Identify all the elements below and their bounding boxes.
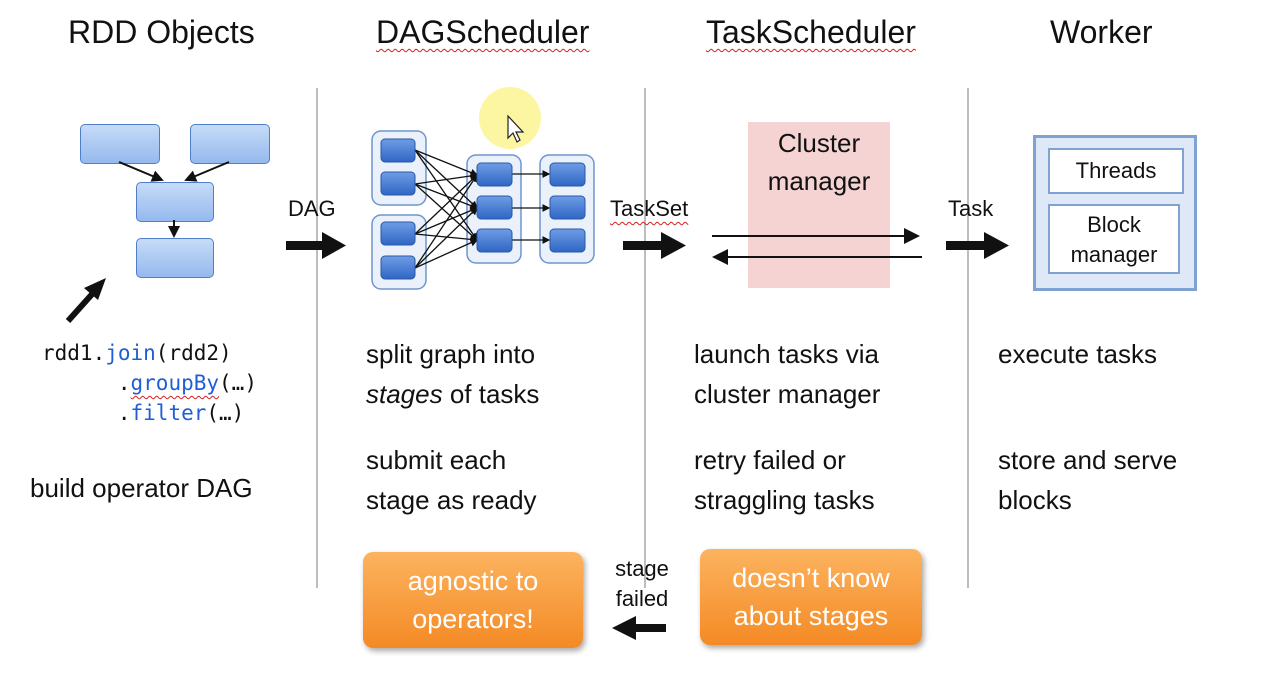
label-task: Task: [948, 196, 994, 221]
mouse-pointer-icon: [507, 114, 525, 143]
dag-desc-2-line1: submit each: [366, 445, 507, 475]
callout-agnostic-line2: operators!: [412, 604, 534, 634]
arrow-task: [946, 232, 1009, 259]
arrow-dag: [286, 232, 346, 259]
rdd-box-top-right: [190, 124, 270, 164]
cluster-manager-line1: Cluster: [777, 128, 861, 158]
block-manager-box: Block manager: [1048, 204, 1180, 274]
label-stage-failed-line1: stage: [615, 556, 669, 581]
dag-desc-2-line2: stage as ready: [366, 485, 537, 515]
heading-rdd-objects: RDD Objects: [68, 14, 255, 50]
code-groupby: groupBy: [130, 371, 220, 395]
code-to-rdd-arrow: [65, 278, 106, 324]
heading-worker: Worker: [1050, 14, 1153, 50]
callout-agnostic-to-operators: agnostic to operators!: [363, 552, 583, 648]
rdd-box-top-left: [80, 124, 160, 164]
heading-dag-scheduler: DAGScheduler: [376, 14, 589, 51]
callout-doesnt-know-line1: doesn’t know: [732, 563, 890, 593]
rdd-caption: build operator DAG: [30, 473, 253, 503]
task-desc-2-line2: straggling tasks: [694, 485, 875, 515]
code-line2-args: (…): [219, 371, 257, 395]
dag-graph-nodes: [380, 138, 586, 280]
task-desc-1: launch tasks via cluster manager: [694, 334, 880, 414]
cluster-manager-arrows: [712, 228, 922, 265]
arrow-taskset: [623, 232, 686, 259]
worker-desc-2-line2: blocks: [998, 485, 1072, 515]
code-line3-args: (…): [206, 401, 245, 425]
code-line1-prefix: rdd1.: [42, 341, 106, 365]
label-dag: DAG: [288, 196, 336, 221]
divider-3: [967, 88, 969, 588]
task-desc-1-line1: launch tasks via: [694, 339, 879, 369]
code-join: join: [105, 341, 156, 365]
dag-desc-1-line1: split graph into: [366, 339, 536, 369]
dag-desc-1: split graph into stages of tasks: [366, 334, 539, 414]
heading-dag-scheduler-text: DAGScheduler: [376, 14, 590, 50]
rdd-dag-edges: [118, 161, 230, 238]
code-filter: filter: [130, 401, 207, 425]
task-desc-2: retry failed or straggling tasks: [694, 440, 875, 520]
dag-graph-edges: [414, 149, 551, 269]
dag-desc-of-tasks: of tasks: [442, 379, 540, 409]
heading-task-scheduler-text: TaskScheduler: [706, 14, 916, 50]
divider-1: [316, 88, 318, 588]
cluster-manager-label: Cluster manager: [748, 124, 890, 200]
rdd-code-snippet: rdd1.join(rdd2) .groupBy(…) .filter(…): [42, 338, 257, 428]
threads-box: Threads: [1048, 148, 1184, 194]
block-manager-line2: manager: [1070, 242, 1158, 267]
rdd-box-middle: [136, 182, 214, 222]
code-line3-dot: .: [117, 401, 131, 425]
label-stage-failed: stage failed: [610, 554, 674, 614]
cluster-manager-panel: [748, 122, 890, 288]
arrow-stage-failed: [612, 616, 666, 640]
code-line2-dot: .: [117, 371, 131, 395]
heading-task-scheduler: TaskScheduler: [706, 14, 916, 51]
worker-desc-2: store and serve blocks: [998, 440, 1177, 520]
cluster-manager-line2: manager: [767, 166, 871, 196]
task-desc-2-line1: retry failed or: [694, 445, 846, 475]
callout-doesnt-know-about-stages: doesn’t know about stages: [700, 549, 922, 645]
rdd-box-bottom: [136, 238, 214, 278]
callout-agnostic-line1: agnostic to: [407, 566, 539, 596]
callout-doesnt-know-line2: about stages: [733, 601, 889, 631]
dag-desc-1-line2: stages of tasks: [366, 374, 539, 414]
task-desc-1-line2: cluster manager: [694, 379, 881, 409]
worker-desc-1: execute tasks: [998, 339, 1157, 369]
label-taskset: TaskSet: [610, 196, 688, 222]
label-taskset-text: TaskSet: [610, 196, 689, 221]
worker-desc-2-line1: store and serve: [998, 445, 1178, 475]
block-manager-line1: Block: [1087, 212, 1141, 237]
dag-desc-2: submit each stage as ready: [366, 440, 537, 520]
label-stage-failed-line2: failed: [615, 586, 669, 611]
code-line1-args: (rdd2): [155, 341, 232, 365]
divider-2: [644, 88, 646, 588]
dag-desc-stages-em: stages: [366, 379, 443, 409]
